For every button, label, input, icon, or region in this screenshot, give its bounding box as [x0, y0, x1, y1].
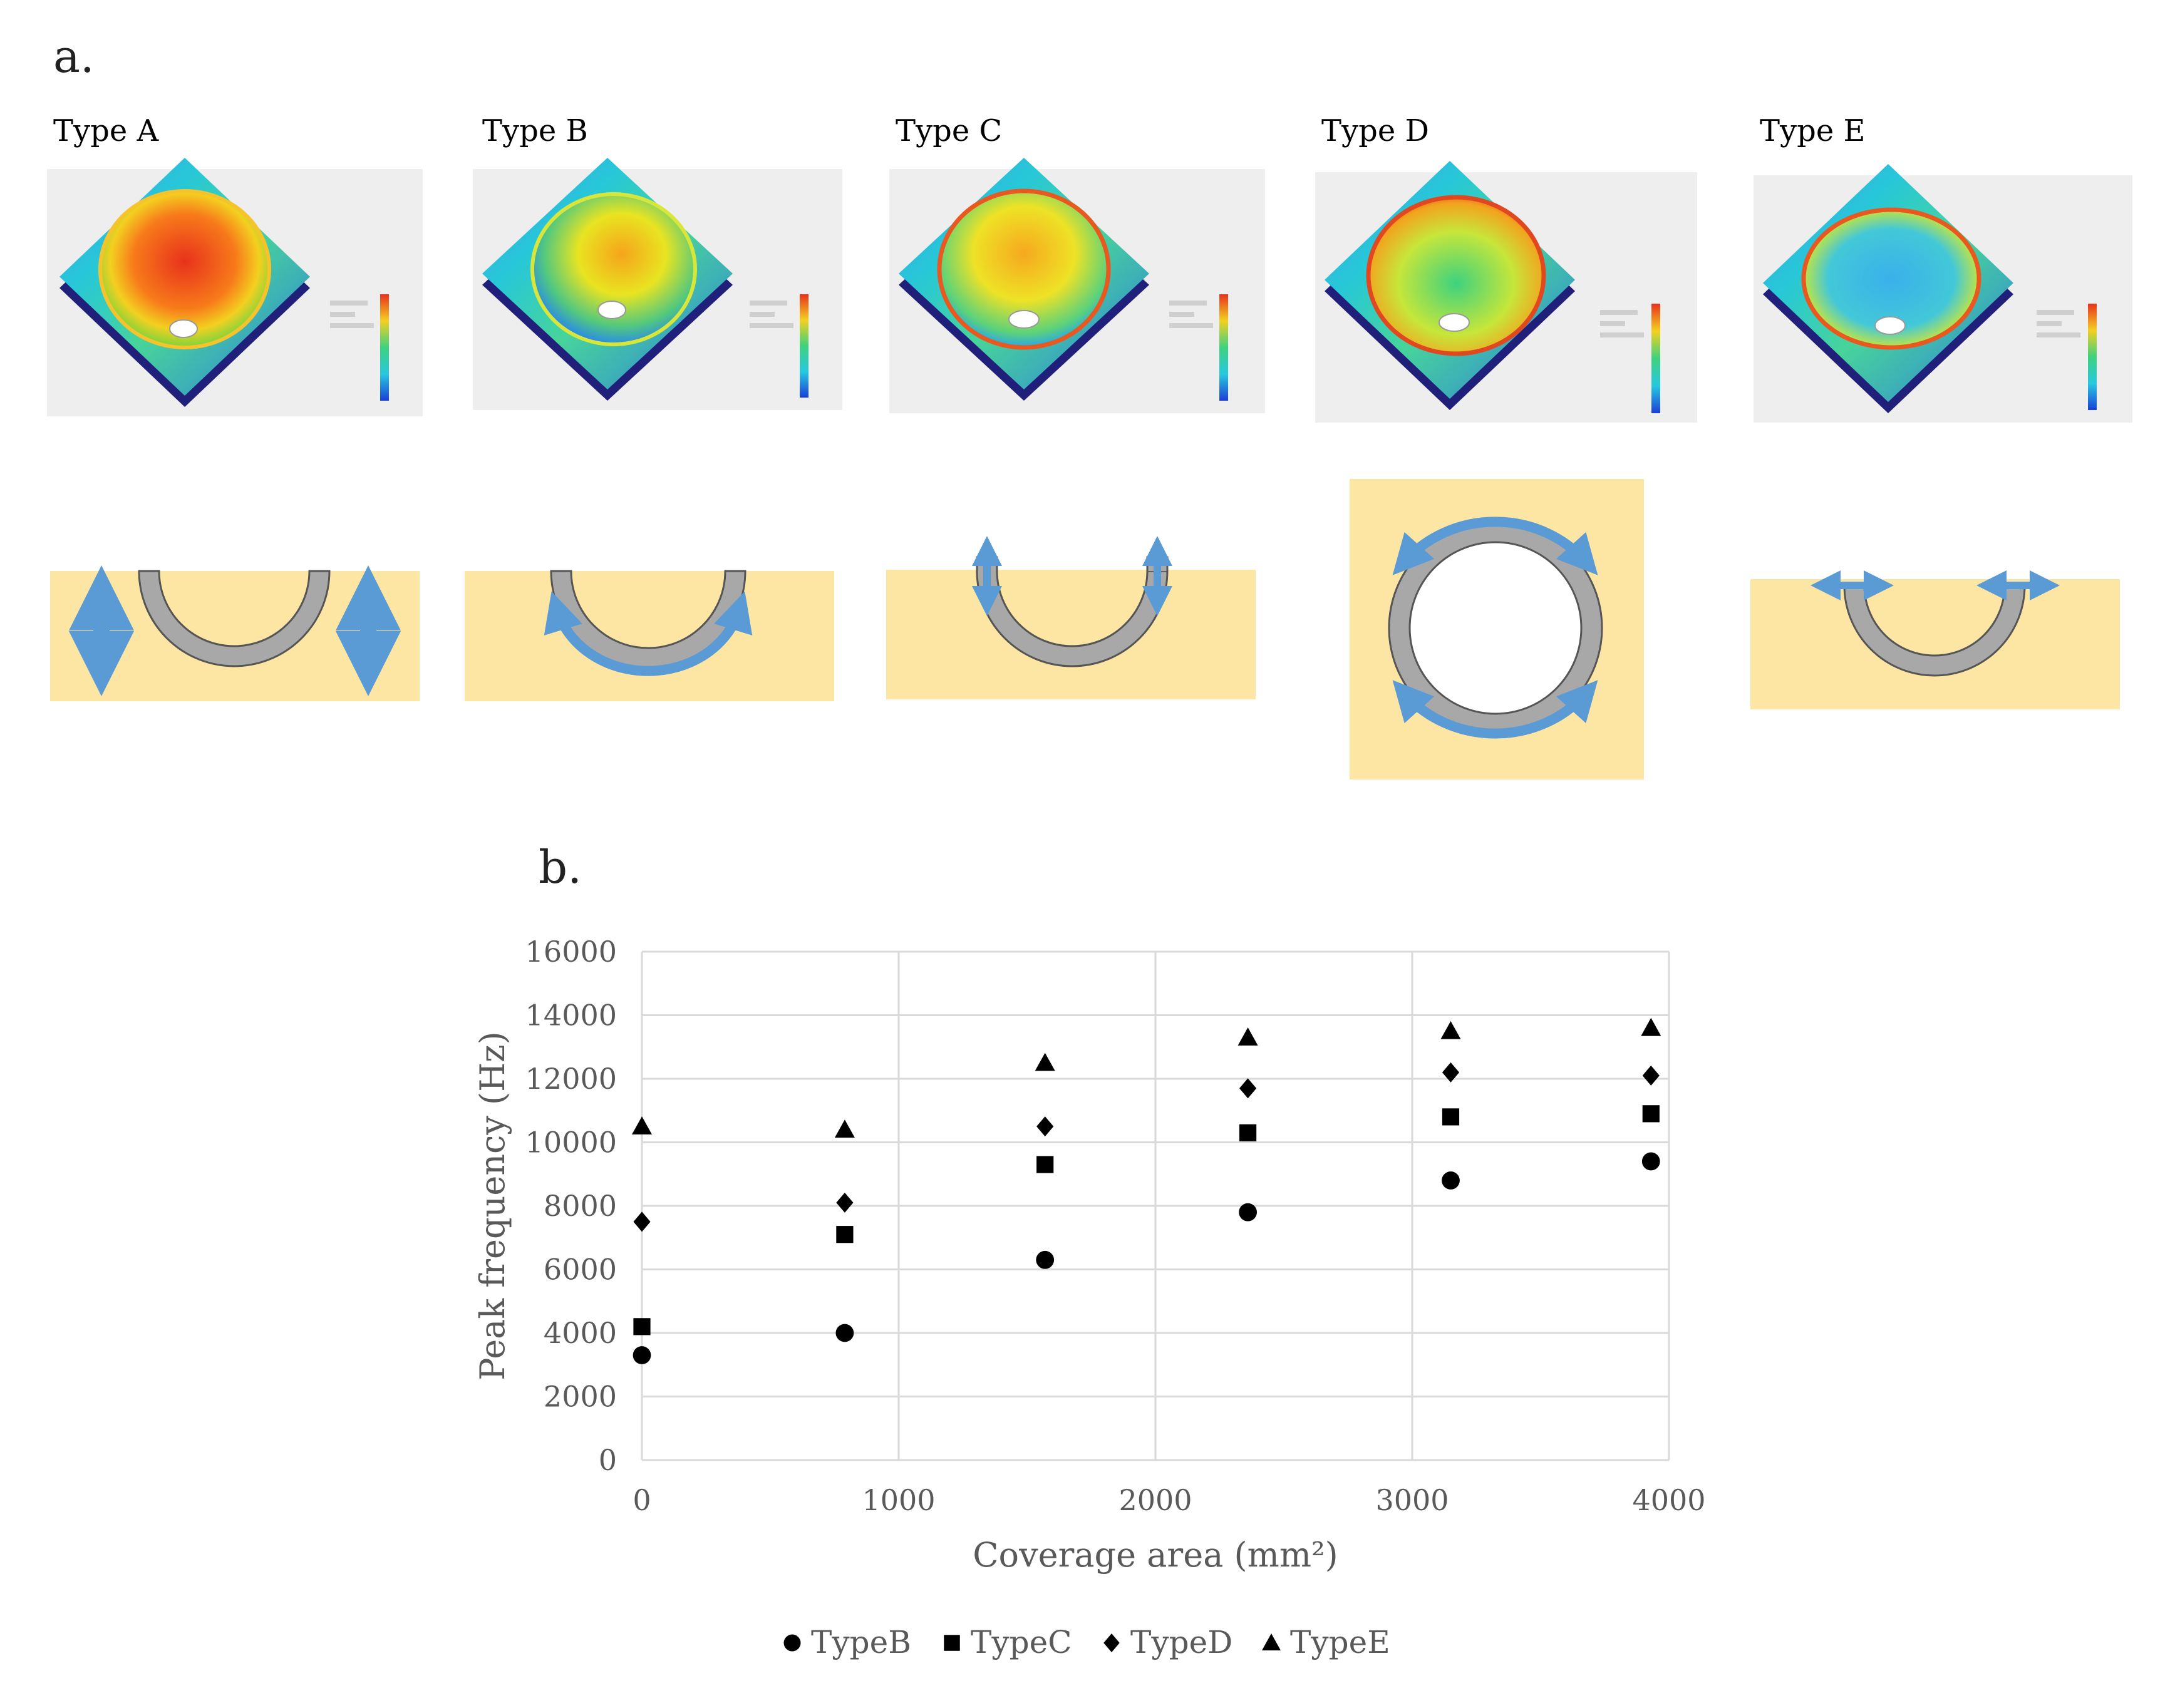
- data-point-typed: [1036, 1116, 1054, 1137]
- data-point-typeb: [1239, 1203, 1257, 1222]
- y-tick-label: 12000: [525, 1062, 617, 1096]
- legend-label: TypeE: [1290, 1624, 1390, 1660]
- y-tick-label: 16000: [525, 935, 617, 969]
- y-tick-label: 8000: [544, 1189, 617, 1223]
- y-tick-label: 4000: [544, 1316, 617, 1350]
- data-point-typee: [1641, 1017, 1661, 1036]
- data-point-typed: [633, 1212, 651, 1232]
- data-point-typee: [1440, 1021, 1461, 1039]
- legend-label: TypeB: [811, 1624, 911, 1660]
- data-point-typec: [836, 1226, 854, 1243]
- legend-marker-typee: [1262, 1633, 1281, 1650]
- data-point-typeb: [633, 1346, 651, 1364]
- data-point-typec: [1642, 1105, 1660, 1123]
- data-point-typee: [632, 1116, 652, 1134]
- legend-marker-typeb: [783, 1634, 801, 1652]
- legend-marker-typec: [944, 1635, 960, 1651]
- y-tick-label: 10000: [525, 1126, 617, 1160]
- type-c-heading: Type C: [896, 113, 1002, 148]
- data-point-typec: [1442, 1108, 1460, 1126]
- x-tick-label: 3000: [1375, 1483, 1449, 1517]
- y-tick-label: 0: [599, 1443, 617, 1477]
- data-point-typec: [633, 1318, 651, 1335]
- x-tick-label: 4000: [1632, 1483, 1705, 1517]
- type-d-heading: Type D: [1321, 113, 1429, 148]
- schematic-type-a: [50, 565, 420, 701]
- curved-arrow-top-icon: [1392, 517, 1598, 575]
- data-point-typec: [1239, 1124, 1257, 1141]
- schematic-type-b: [465, 570, 834, 701]
- x-tick-label: 2000: [1118, 1483, 1192, 1517]
- data-point-typee: [1035, 1052, 1055, 1071]
- schematic-type-c: [886, 536, 1256, 699]
- data-point-typeb: [1442, 1171, 1460, 1190]
- type-b-heading: Type B: [482, 113, 588, 148]
- legend-marker-typed: [1103, 1633, 1120, 1652]
- curved-arrow-icon: [544, 591, 753, 676]
- simulation-type-e: [1754, 164, 2132, 423]
- y-tick-label: 2000: [544, 1380, 617, 1414]
- simulation-type-c: [889, 158, 1265, 413]
- data-point-typed: [1642, 1065, 1660, 1086]
- panel-a-label: a.: [53, 30, 95, 83]
- data-point-typee: [1237, 1027, 1258, 1046]
- data-point-typeb: [1641, 1152, 1660, 1171]
- legend-label: TypeC: [971, 1624, 1072, 1660]
- y-tick-label: 14000: [525, 999, 617, 1032]
- y-tick-label: 6000: [544, 1253, 617, 1287]
- data-point-typed: [1442, 1062, 1460, 1083]
- data-point-typec: [1036, 1156, 1054, 1173]
- data-point-typeb: [835, 1324, 854, 1342]
- simulation-type-d: [1315, 161, 1697, 423]
- type-a-heading: Type A: [53, 113, 160, 148]
- legend-label: TypeD: [1130, 1624, 1232, 1660]
- type-e-heading: Type E: [1760, 113, 1866, 148]
- schematic-type-e: [1750, 570, 2120, 709]
- data-point-typed: [1239, 1078, 1257, 1099]
- x-axis-label: Coverage area (mm²): [973, 1535, 1338, 1575]
- simulation-type-a: [47, 158, 423, 416]
- simulation-type-b: [473, 158, 842, 410]
- x-tick-label: 0: [633, 1483, 651, 1517]
- schematic-type-d: [1350, 479, 1644, 779]
- data-point-typee: [834, 1119, 855, 1138]
- x-tick-label: 1000: [862, 1483, 935, 1517]
- curved-arrow-bottom-icon: [1392, 680, 1598, 739]
- data-point-typed: [836, 1192, 854, 1213]
- data-point-typeb: [1036, 1250, 1055, 1269]
- panel-b-label: b.: [539, 841, 582, 893]
- y-axis-label: Peak frequency (Hz): [473, 1031, 512, 1380]
- scatter-chart: 0 2000 4000 6000 8000 10000 12000 14000 16000 0 10…: [473, 935, 1706, 1660]
